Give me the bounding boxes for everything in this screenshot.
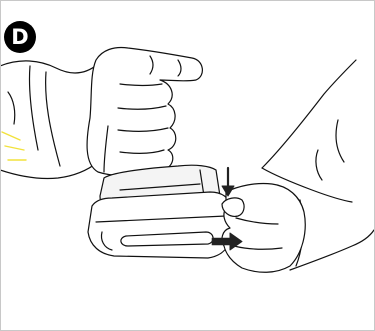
right-hand <box>222 183 305 272</box>
left-hand <box>87 48 202 176</box>
device-unit <box>88 165 232 258</box>
step-badge: D <box>4 21 36 53</box>
motion-lines <box>2 132 26 160</box>
left-arm <box>0 61 98 179</box>
